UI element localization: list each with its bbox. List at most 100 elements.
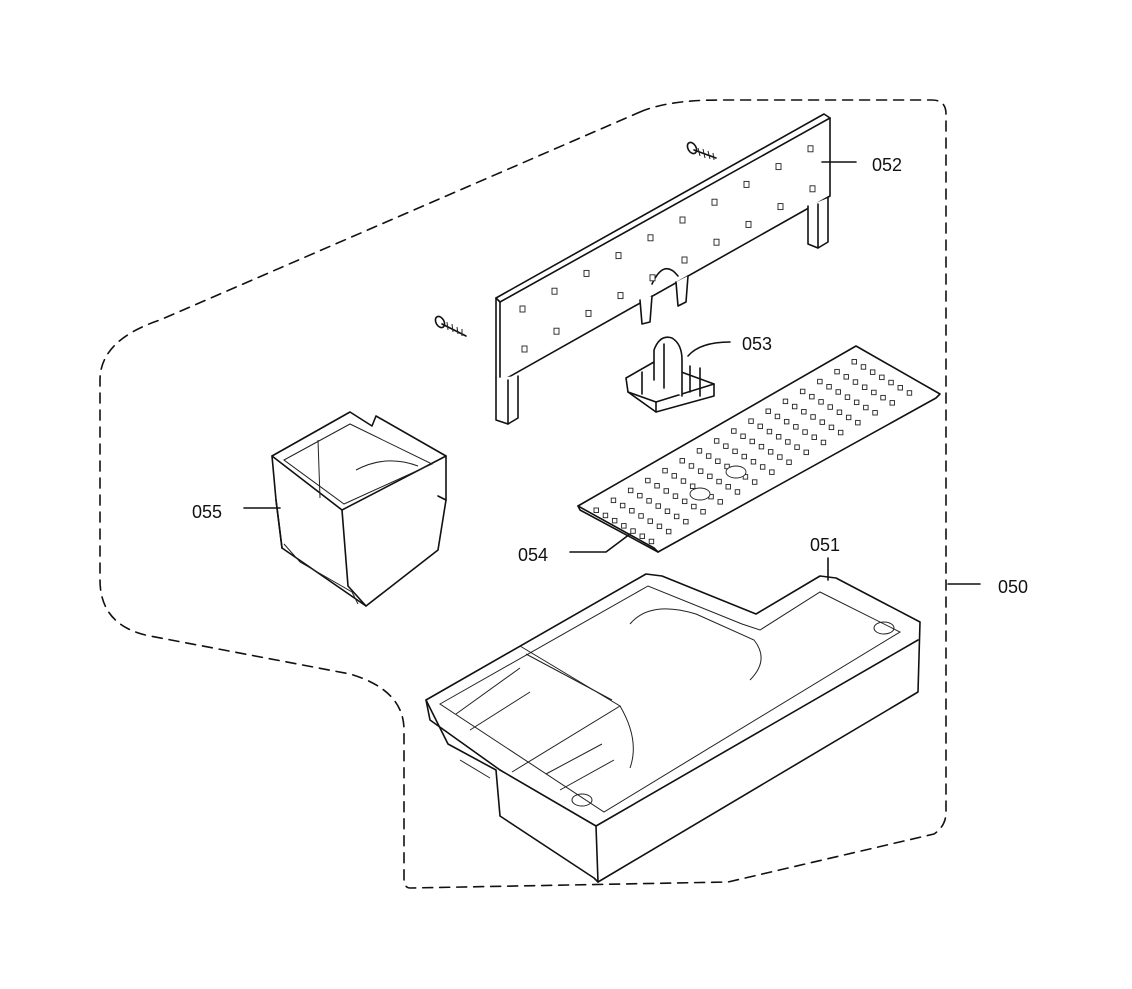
part-053-clip	[625, 336, 715, 413]
hole-mark	[888, 379, 894, 386]
hole-mark	[852, 379, 859, 385]
hole-mark	[803, 449, 809, 456]
hole-mark	[853, 399, 860, 406]
plate-holes	[593, 359, 913, 545]
hole-mark	[663, 488, 669, 494]
hole-mark	[782, 398, 789, 405]
hole-mark	[637, 492, 643, 499]
hole-mark	[786, 459, 792, 465]
hole-mark	[723, 443, 729, 449]
hole-mark	[802, 429, 808, 435]
hole-mark	[593, 507, 599, 513]
hole-mark	[828, 424, 835, 431]
hole-mark	[705, 453, 712, 459]
hole-mark	[680, 478, 687, 484]
hole-mark	[835, 389, 841, 395]
hole-mark	[826, 384, 832, 390]
hole-mark	[617, 292, 624, 300]
hole-mark	[861, 384, 868, 390]
hole-mark	[783, 418, 790, 425]
part-055-bucket	[271, 411, 447, 607]
hole-mark	[844, 394, 851, 400]
hole-mark	[697, 468, 704, 474]
hole-mark	[629, 508, 635, 514]
leader-054	[569, 533, 631, 553]
panel-holes	[519, 145, 816, 353]
hole-mark	[845, 414, 852, 421]
hole-mark	[767, 449, 774, 455]
hole-mark	[872, 410, 878, 416]
hole-mark	[740, 433, 746, 439]
hole-mark	[648, 538, 655, 545]
hole-mark	[785, 439, 791, 445]
screw-icon	[434, 315, 467, 337]
hole-mark	[766, 428, 773, 435]
hole-mark	[681, 256, 688, 264]
hole-mark	[615, 252, 622, 260]
hole-mark	[734, 489, 741, 495]
part-052-rear-panel	[495, 113, 831, 425]
hole-mark	[519, 305, 526, 313]
hole-mark	[673, 513, 680, 520]
hole-mark	[879, 374, 885, 381]
hole-mark	[818, 399, 824, 405]
hole-mark	[691, 503, 697, 510]
hole-mark	[551, 287, 558, 295]
part-051-base-tray	[425, 573, 921, 883]
hole-mark	[751, 479, 758, 485]
callout-050: 050	[998, 577, 1028, 597]
hole-mark	[716, 478, 722, 485]
hole-mark	[777, 454, 783, 460]
hole-mark	[679, 458, 685, 464]
hole-mark	[672, 493, 679, 499]
hole-mark	[700, 509, 706, 515]
hole-mark	[707, 473, 713, 480]
hole-mark	[664, 508, 671, 514]
hole-mark	[610, 497, 617, 504]
hole-mark	[621, 523, 627, 529]
hole-mark	[794, 444, 800, 450]
hole-mark	[765, 408, 771, 414]
hole-mark	[679, 216, 686, 224]
hole-mark	[725, 484, 731, 490]
hole-mark	[869, 369, 876, 375]
hole-mark	[809, 185, 816, 193]
hole-mark	[627, 487, 634, 494]
hole-mark	[757, 423, 763, 430]
hole-mark	[807, 145, 814, 153]
hole-mark	[897, 385, 903, 391]
callout-054: 054	[518, 545, 548, 565]
hole-mark	[769, 469, 775, 475]
hole-mark	[654, 483, 660, 489]
hole-mark	[602, 512, 609, 519]
hole-mark	[810, 414, 816, 420]
hole-mark	[811, 434, 817, 440]
callout-053: 053	[742, 334, 772, 354]
hole-mark	[645, 477, 651, 484]
hole-mark	[715, 458, 721, 464]
hole-mark	[820, 439, 827, 446]
hole-mark	[639, 533, 645, 539]
hole-mark	[743, 180, 750, 188]
hole-mark	[683, 518, 689, 525]
hole-mark	[843, 374, 849, 380]
hole-mark	[799, 388, 806, 395]
hole-mark	[655, 503, 661, 509]
hole-mark	[671, 473, 677, 479]
hole-mark	[521, 345, 528, 353]
hole-mark	[817, 378, 823, 385]
part-054-perforated-plate	[577, 345, 941, 553]
hole-mark	[688, 463, 695, 469]
hole-mark	[748, 418, 754, 424]
hole-mark	[649, 274, 656, 282]
hole-mark	[619, 502, 626, 509]
hole-mark	[836, 409, 843, 415]
hole-mark	[860, 364, 867, 370]
hole-mark	[750, 459, 757, 465]
hole-mark	[583, 269, 590, 277]
hole-mark	[809, 393, 815, 400]
hole-mark	[732, 448, 738, 455]
hole-mark	[647, 518, 653, 524]
hole-mark	[777, 203, 784, 211]
